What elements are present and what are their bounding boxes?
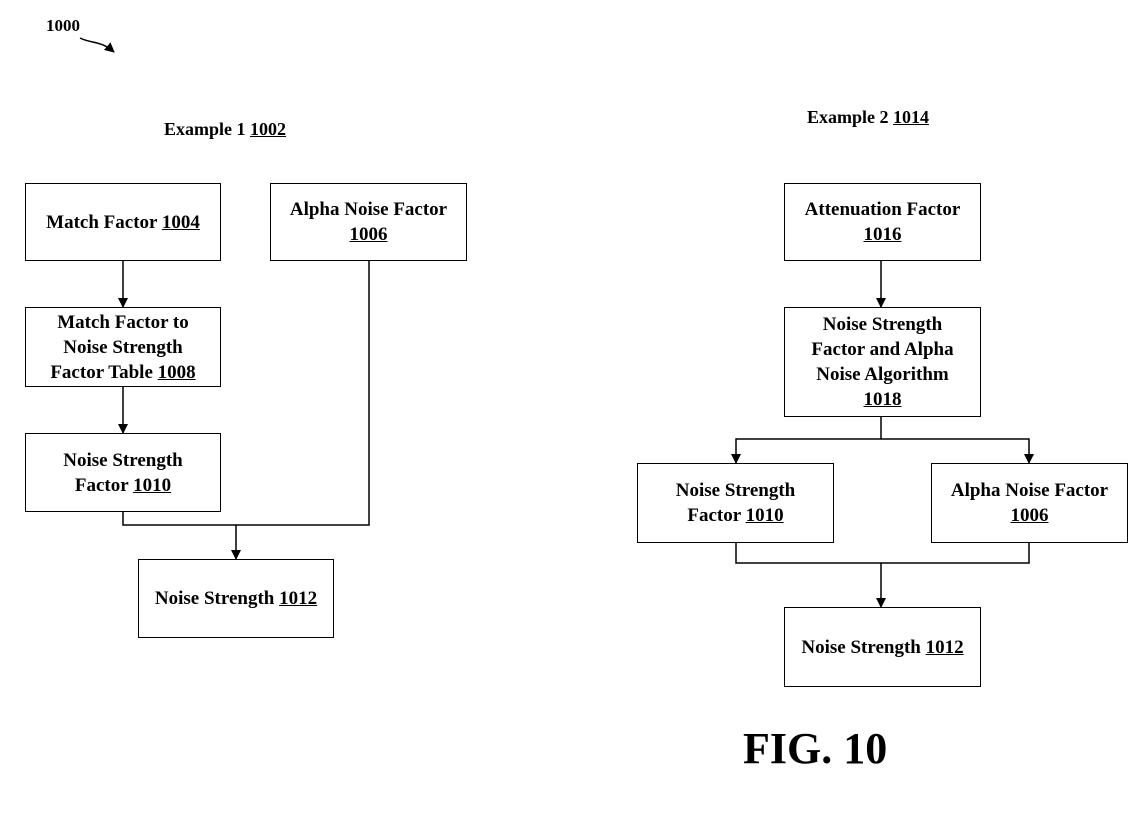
noise-strength-box-2: Noise Strength 1012	[784, 607, 981, 687]
match-factor-table-box: Match Factor to Noise Strength Factor Ta…	[25, 307, 221, 387]
edge-split-left	[731, 438, 881, 464]
noise-strength-ref-1: 1012	[279, 588, 318, 609]
noise-strength-factor-label-1b: Factor	[74, 474, 129, 496]
example2-heading: Example 2 1014	[807, 107, 929, 128]
noise-strength-factor-label-2: Noise Strength	[675, 480, 796, 501]
match-factor-ref: 1004	[161, 211, 200, 233]
algorithm-label-line2: Factor and Alpha	[811, 339, 954, 360]
algorithm-box: Noise Strength Factor and Alpha Noise Al…	[784, 307, 981, 417]
edge-merge-example2	[735, 543, 1030, 564]
noise-strength-label-2: Noise Strength	[801, 636, 921, 658]
figure-number: 1000	[46, 16, 80, 35]
match-factor-box: Match Factor 1004	[25, 183, 221, 261]
alpha-noise-factor-ref-1: 1006	[349, 224, 388, 245]
attenuation-factor-label: Attenuation Factor	[804, 199, 961, 220]
noise-strength-ref-2: 1012	[925, 636, 964, 658]
noise-strength-factor-box-2: Noise Strength Factor 1010	[637, 463, 834, 543]
alpha-noise-factor-label-2: Alpha Noise Factor	[950, 480, 1109, 501]
example2-heading-text: Example 2	[807, 107, 889, 127]
alpha-noise-factor-box-1: Alpha Noise Factor 1006	[270, 183, 467, 261]
match-factor-label: Match Factor	[46, 211, 158, 233]
noise-strength-factor-label-2b: Factor	[687, 505, 741, 526]
attenuation-factor-ref: 1016	[863, 224, 902, 245]
algorithm-label-line3: Noise Algorithm	[816, 364, 949, 385]
example1-heading-ref: 1002	[250, 119, 287, 139]
example2-heading-ref: 1014	[893, 107, 930, 127]
alpha-noise-factor-label-1: Alpha Noise Factor	[289, 199, 448, 220]
edge-merge-example1	[122, 261, 370, 526]
alpha-noise-factor-box-2: Alpha Noise Factor 1006	[931, 463, 1128, 543]
noise-strength-factor-ref-2: 1010	[745, 505, 784, 526]
noise-strength-factor-ref-1: 1010	[133, 474, 172, 496]
edge-split-right	[881, 438, 1034, 464]
noise-strength-factor-label-1: Noise Strength	[63, 449, 183, 471]
example1-heading-text: Example 1	[164, 119, 246, 139]
algorithm-ref: 1018	[863, 389, 902, 410]
attenuation-factor-box: Attenuation Factor 1016	[784, 183, 981, 261]
algorithm-label-line1: Noise Strength	[822, 314, 943, 335]
alpha-noise-factor-ref-2: 1006	[1010, 505, 1049, 526]
noise-strength-factor-box-1: Noise Strength Factor 1010	[25, 433, 221, 512]
table-label-line2: Noise Strength	[63, 336, 183, 358]
noise-strength-box-1: Noise Strength 1012	[138, 559, 334, 638]
figure-number-arrow	[79, 37, 115, 53]
example1-heading: Example 1 1002	[164, 119, 286, 140]
table-label-line3: Factor Table	[50, 361, 153, 383]
table-label-line1: Match Factor to	[57, 311, 189, 333]
noise-strength-label-1: Noise Strength	[154, 588, 275, 609]
table-ref: 1008	[157, 361, 196, 383]
figure-label: FIG. 10	[743, 724, 888, 773]
